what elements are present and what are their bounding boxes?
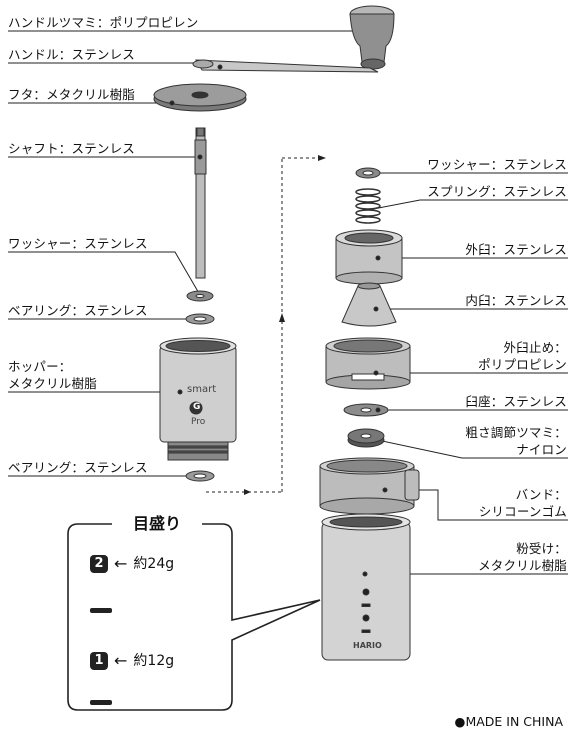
label-bearing-lower: ベアリング：ステンレス: [8, 460, 148, 475]
grade-12g-row: 1 ← 約12g: [90, 651, 174, 671]
bearing-upper-part: [185, 313, 215, 325]
label-bearing-upper: ベアリング：ステンレス: [8, 303, 148, 318]
label-burr-seat: 臼座：ステンレス: [465, 394, 567, 409]
grade-1-badge: 1: [90, 652, 108, 670]
label-hopper-line1: ホッパー：: [8, 359, 72, 374]
scale-callout-frame: [67, 523, 321, 711]
catcher-part: [321, 513, 411, 661]
washer-right-part: [355, 167, 381, 179]
outer-burr-part: [335, 229, 403, 285]
grade-24g-row: 2 ← 約24g: [90, 554, 174, 574]
label-washer-right: ワッシャー：ステンレス: [427, 157, 567, 172]
label-catcher-line2: メタクリル樹脂: [478, 558, 567, 573]
hopper-print-smart: smart: [187, 384, 217, 395]
grade-24g-text: 約24g: [133, 556, 175, 572]
leader-washer-left: [8, 251, 201, 296]
label-adjust-line2: ナイロン: [516, 442, 567, 457]
label-shaft: シャフト：ステンレス: [8, 141, 136, 156]
label-lid: フタ：メタクリル樹脂: [8, 87, 136, 102]
path-arrow-right-2: [318, 155, 326, 161]
label-hopper-line2: メタクリル樹脂: [8, 376, 97, 391]
grade-12g-text: 約12g: [133, 653, 175, 669]
leader-adjust: [367, 437, 568, 459]
adjust-knob-part: [347, 428, 385, 448]
spring-part: [355, 188, 381, 224]
label-outer-stop-line1: 外臼止め：: [503, 340, 567, 355]
inner-burr-part: [341, 282, 397, 327]
hopper-print-pro: Pro: [191, 417, 206, 427]
handle-knob-part: [349, 5, 395, 70]
catcher-brand: HARIO: [353, 641, 382, 650]
label-band-line1: バンド：: [515, 487, 567, 502]
shaft-part: [194, 127, 207, 279]
label-washer-left: ワッシャー：ステンレス: [8, 236, 148, 251]
label-adjust-line1: 粗さ調節ツマミ：: [465, 425, 567, 440]
scale-title: 目盛り: [112, 514, 202, 534]
label-spring: スプリング：ステンレス: [427, 184, 567, 199]
label-handle-knob: ハンドルツマミ：ポリプロピレン: [8, 15, 199, 30]
hopper-part: [159, 337, 237, 461]
label-handle: ハンドル：ステンレス: [8, 47, 136, 62]
hopper-print-logo: G: [193, 402, 201, 412]
label-catcher-line1: 粉受け：: [516, 541, 567, 556]
grade-2-badge: 2: [90, 555, 108, 573]
label-band-line2: シリコーンゴム: [478, 504, 567, 519]
lid-part: [153, 83, 247, 112]
band-part: [319, 457, 420, 515]
left-arrow-icon: ←: [114, 554, 128, 573]
path-arrow-right-1: [244, 489, 251, 495]
washer-left-part: [186, 290, 214, 302]
label-inner-burr: 内臼：ステンレス: [465, 293, 567, 308]
handle-part: [192, 59, 379, 73]
leader-spring: [367, 199, 568, 211]
made-in-footer: ●MADE IN CHINA: [454, 714, 563, 729]
scale-dash-2: [90, 700, 112, 705]
path-arrow-up: [279, 313, 285, 322]
bearing-lower-part: [185, 470, 215, 482]
burr-seat-part: [343, 403, 389, 417]
label-outer-stop-line2: ポリプロピレン: [478, 357, 567, 372]
outer-burr-stop-part: [325, 337, 411, 390]
left-arrow-icon: ←: [114, 651, 128, 670]
scale-dash-1: [90, 608, 112, 613]
label-outer-burr: 外臼：ステンレス: [465, 242, 567, 257]
